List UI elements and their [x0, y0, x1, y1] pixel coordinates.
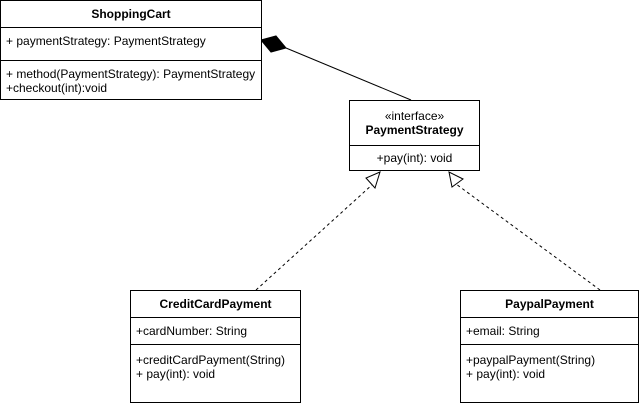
method: +paypalPayment(String) — [466, 353, 596, 367]
methods-section: +creditCardPayment(String) + pay(int): v… — [131, 345, 300, 381]
method: + pay(int): void — [136, 367, 216, 381]
class-name: PaypalPayment — [505, 297, 594, 311]
class-paypal-payment[interactable]: PaypalPayment +email: String +paypalPaym… — [460, 290, 639, 403]
attribute: +email: String — [466, 324, 540, 338]
realization-arrowhead-paypal — [448, 171, 464, 188]
class-name: ShoppingCart — [91, 7, 171, 21]
class-header: PaypalPayment — [461, 291, 638, 318]
attributes-section: +cardNumber: String — [131, 318, 300, 345]
composition-diamond — [260, 35, 287, 53]
class-credit-card-payment[interactable]: CreditCardPayment +cardNumber: String +c… — [130, 290, 301, 403]
class-header: «interface» PaymentStrategy — [350, 101, 479, 146]
method: +pay(int): void — [376, 151, 453, 165]
methods-section: +pay(int): void — [350, 146, 479, 165]
class-header: ShoppingCart — [1, 1, 261, 28]
realization-line-creditcard — [255, 183, 374, 291]
realization-arrowhead-creditcard — [365, 171, 381, 189]
attribute: +cardNumber: String — [136, 324, 248, 338]
method: +checkout(int):void — [6, 81, 108, 95]
stereotype-label: «interface» — [384, 109, 445, 123]
composition-line — [285, 47, 412, 101]
method: + pay(int): void — [466, 367, 546, 381]
attributes-section: + paymentStrategy: PaymentStrategy — [1, 28, 261, 61]
interface-payment-strategy[interactable]: «interface» PaymentStrategy +pay(int): v… — [349, 100, 480, 171]
attributes-section: +email: String — [461, 318, 638, 345]
method: + method(PaymentStrategy): PaymentStrate… — [6, 67, 256, 81]
class-header: CreditCardPayment — [131, 291, 300, 318]
methods-section: +paypalPayment(String) + pay(int): void — [461, 345, 638, 381]
attribute: + paymentStrategy: PaymentStrategy — [6, 34, 206, 48]
class-shopping-cart[interactable]: ShoppingCart + paymentStrategy: PaymentS… — [0, 0, 262, 100]
method: +creditCardPayment(String) — [136, 353, 286, 367]
methods-section: + method(PaymentStrategy): PaymentStrate… — [1, 61, 261, 95]
class-name: CreditCardPayment — [159, 297, 272, 311]
realization-line-paypal — [455, 183, 601, 291]
class-name: PaymentStrategy — [365, 123, 464, 137]
